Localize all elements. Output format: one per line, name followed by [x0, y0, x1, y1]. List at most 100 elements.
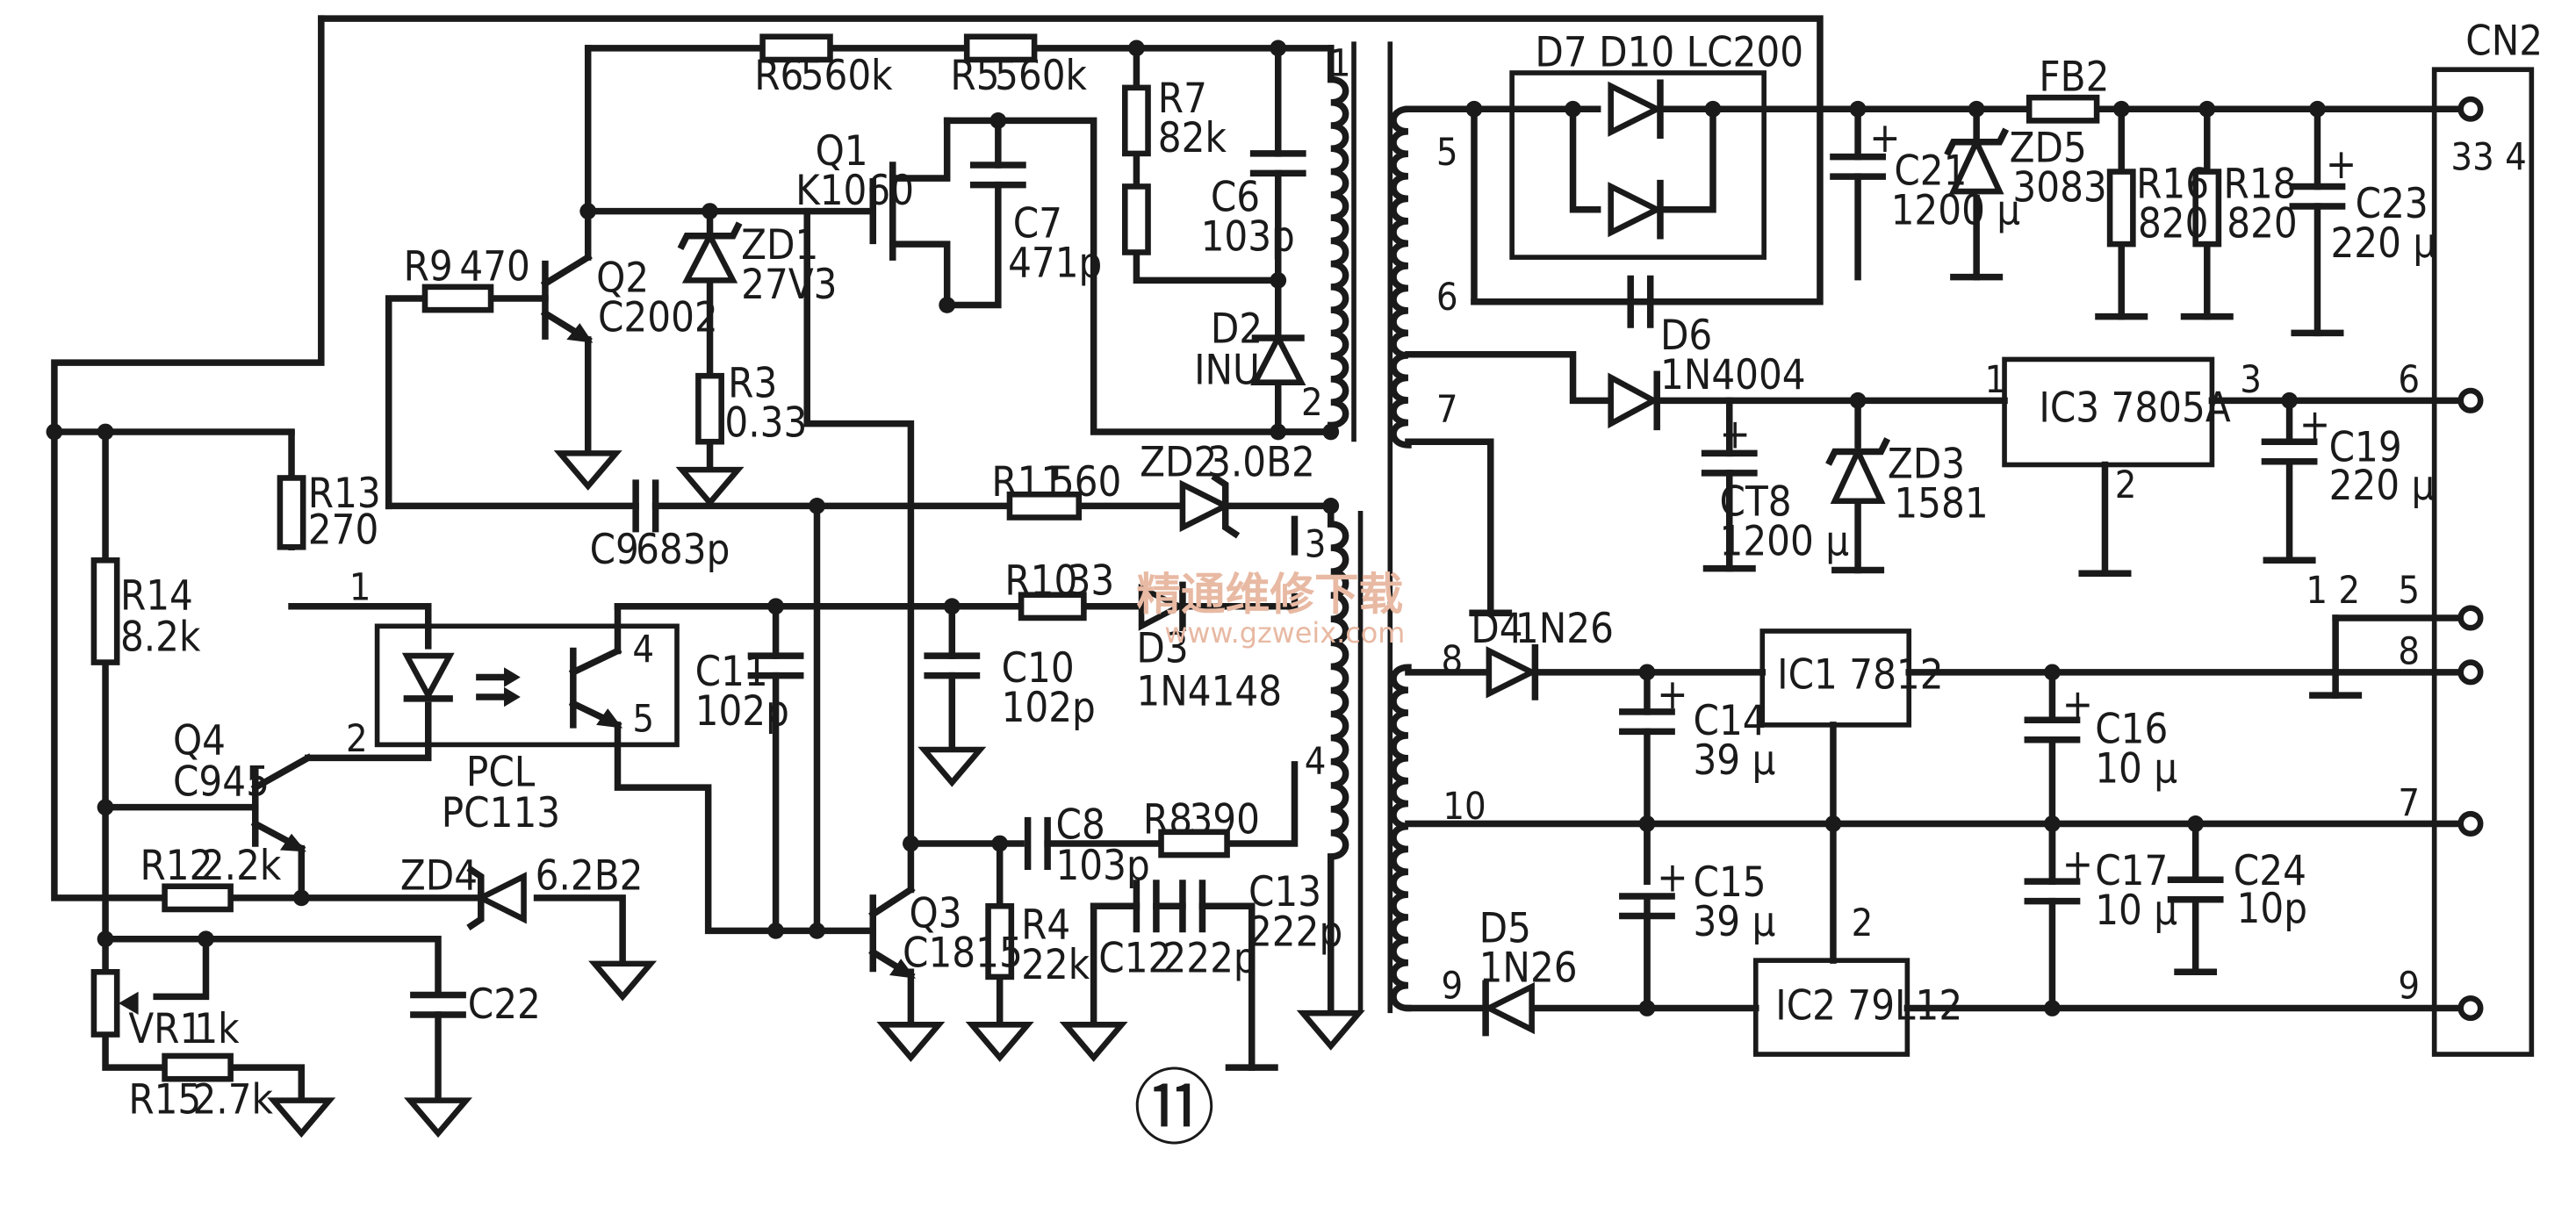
label-r8: R8	[1143, 796, 1192, 844]
junction-dot	[1849, 391, 1867, 409]
ground-icon	[404, 1097, 472, 1138]
ic3-pin-3: 3	[2240, 358, 2262, 402]
junction-dot	[1128, 40, 1145, 57]
label-c12: C12	[1098, 934, 1171, 982]
d3-symbol	[1138, 583, 1186, 631]
junction-dot	[2281, 391, 2298, 409]
junction-dot	[809, 497, 825, 514]
junction-dot	[809, 922, 825, 939]
label-r13: R13	[308, 470, 381, 518]
label-r9: R9	[404, 242, 453, 291]
ic3-pin-2: 2	[2115, 463, 2137, 507]
r13-body	[277, 475, 306, 550]
label-r3: R3	[728, 360, 777, 408]
label-fb2: FB2	[2039, 54, 2109, 102]
label-r10: R10	[1004, 557, 1077, 606]
r8-body	[1158, 829, 1230, 858]
label-r12: R12	[140, 842, 212, 890]
junction-dot	[2309, 100, 2326, 118]
value-d4: 1N26	[1515, 605, 1614, 653]
d4-symbol	[1486, 646, 1538, 699]
pcl-pin-5: 5	[632, 697, 654, 741]
secondary-winding-upper	[1390, 105, 1412, 449]
xfmr-pin-10: 10	[1443, 785, 1486, 829]
label-zd4: ZD4	[400, 851, 478, 900]
junction-dot	[903, 835, 919, 852]
value-c17: 10 µ	[2095, 887, 2177, 935]
d2-symbol	[1250, 331, 1306, 385]
label-vr1: VR1	[128, 1005, 203, 1053]
r6-body	[759, 33, 833, 63]
r9-body	[421, 284, 494, 313]
junction-dot	[2112, 100, 2130, 118]
value-r6: 560k	[801, 52, 893, 100]
value-pcl: PC113	[442, 789, 560, 837]
value-c13: 222p	[1248, 908, 1342, 956]
value-zd4: 6.2B2	[536, 851, 644, 900]
label-ic2: IC2 79L12	[1775, 982, 1962, 1031]
r11-body	[1006, 491, 1083, 521]
labels: R6 560k R5 560k R7 82k C6 103p D2 INU Q1…	[120, 17, 2543, 1157]
zd2-symbol	[1179, 479, 1233, 533]
zd5-symbol	[1948, 135, 2004, 195]
label-d7d10: D7 D10 LC200	[1535, 28, 1803, 76]
value-zd1: 27V3	[741, 261, 837, 309]
vr1-body	[90, 968, 120, 1038]
value-r9: 470	[459, 242, 529, 291]
label-d3: D3	[1136, 625, 1188, 673]
xfmr-pin-2: 2	[1301, 381, 1323, 425]
junction-dot	[1638, 815, 1656, 832]
cn2-pin-9: 9	[2398, 964, 2420, 1008]
value-zd5: 3083	[2012, 163, 2106, 212]
cn2-pin-334: 33 4	[2450, 136, 2526, 180]
cn2-terminal-5	[2457, 605, 2484, 631]
ic1-box	[1759, 628, 1912, 728]
label-r6: R6	[754, 52, 803, 100]
value-c21: 1200 µ	[1891, 187, 2021, 235]
r7-body	[1121, 84, 1151, 157]
label-ct8: CT8	[1720, 478, 1792, 527]
d7-symbol	[1608, 81, 1664, 137]
value-c16: 10 µ	[2095, 745, 2177, 794]
label-c14: C14	[1693, 697, 1766, 745]
resistors	[90, 33, 2222, 1082]
figure-number: ⑪	[1133, 1061, 1216, 1157]
value-c7: 471p	[1008, 240, 1102, 288]
cn2-terminal-334	[2457, 96, 2484, 122]
label-c23: C23	[2356, 180, 2428, 228]
label-c13: C13	[1248, 868, 1321, 916]
value-r15: 2.7k	[192, 1076, 273, 1124]
xfmr-pin-1: 1	[1329, 42, 1351, 86]
junction-dot	[2198, 100, 2216, 118]
ground-icon	[917, 746, 987, 787]
label-zd1: ZD1	[741, 221, 818, 269]
capacitors: + + + + + + + +	[410, 114, 2357, 1018]
value-c11: 102p	[695, 687, 789, 736]
value-r3: 0.33	[724, 399, 807, 448]
watermark-title: 精通维修下载	[1136, 569, 1403, 621]
label-c21: C21	[1894, 147, 1967, 196]
label-c17: C17	[2095, 847, 2168, 895]
transformer	[1328, 41, 1412, 1014]
value-r12: 2.2k	[201, 842, 282, 890]
junction-dot	[1322, 497, 1340, 514]
value-d5: 1N26	[1479, 944, 1578, 993]
junction-dot	[1638, 664, 1656, 681]
label-zd5: ZD5	[2010, 124, 2087, 172]
junction-dot	[767, 598, 784, 615]
label-d6: D6	[1660, 312, 1712, 360]
label-cn2: CN2	[2465, 17, 2543, 65]
junction-dot	[97, 799, 114, 816]
zd4-symbol	[474, 872, 527, 924]
value-r7: 82k	[1158, 114, 1227, 162]
cn2-terminal-8	[2457, 659, 2484, 686]
r5-body	[963, 33, 1038, 63]
value-q1: K1060	[795, 167, 914, 215]
value-c14: 39 µ	[1693, 736, 1775, 785]
d6-symbol	[1608, 372, 1660, 429]
grounds	[267, 273, 2363, 1138]
junction-dot	[1849, 100, 1867, 118]
label-d4: D4	[1471, 605, 1522, 653]
junction-dot	[579, 203, 597, 219]
value-c24: 10p	[2237, 885, 2307, 933]
